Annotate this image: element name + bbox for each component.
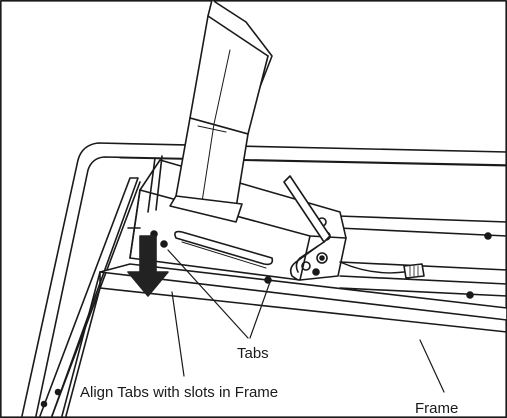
callout-align-instruction: Align Tabs with slots in Frame bbox=[80, 384, 279, 401]
leader-lines bbox=[167, 249, 445, 393]
frame-front-beam bbox=[61, 263, 507, 417]
down-arrow-icon bbox=[127, 235, 169, 297]
callout-tabs: Tabs bbox=[237, 345, 269, 362]
frame-crossbar bbox=[337, 215, 507, 299]
frame-side-rail bbox=[39, 177, 141, 417]
cable bbox=[339, 261, 425, 279]
desk-leg-column bbox=[169, 0, 273, 223]
callout-frame: Frame bbox=[415, 400, 459, 417]
allen-key bbox=[283, 175, 331, 281]
